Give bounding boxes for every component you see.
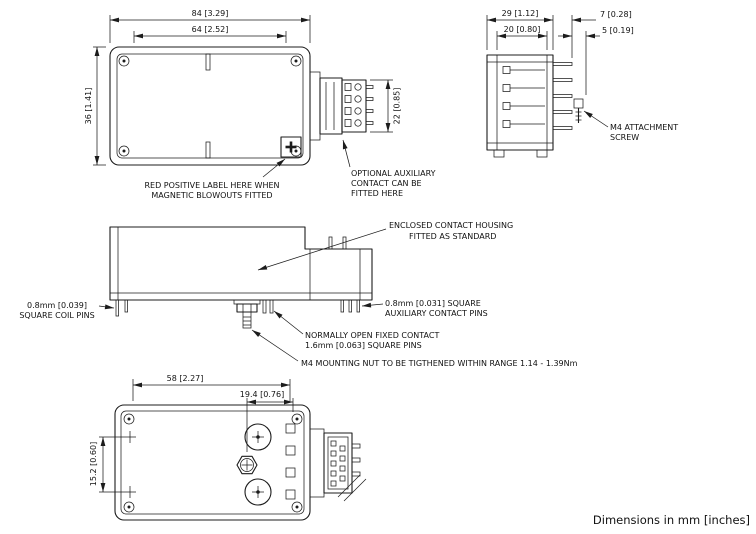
dim-pin-protrusion-label: 7 [0.28] [600,10,632,19]
note-coil-pins: 0.8mm [0.039] SQUARE COIL PINS [19,301,115,320]
note-aux-line3: FITTED HERE [351,189,403,198]
dim-screw-protrusion: 5 [0.19] [558,26,634,95]
dim-pin-protrusion: 7 [0.28] [571,10,632,58]
dim-stud-offset-label: 19.4 [0.76] [240,390,284,399]
bottom-body-outline [114,404,311,521]
dim-hole-spacing: 15.2 [0.60] [89,436,124,493]
connector-block-bottom [309,428,367,502]
bottom-notch [205,141,211,159]
footer-note: Dimensions in mm [inches] [593,513,750,527]
rear-pins [552,62,573,130]
dim-outer-width-label: 84 [3.29] [192,9,229,18]
note-normally-open-contact: NORMALLY OPEN FIXED CONTACT 1.6mm [0.063… [273,310,439,350]
dim-body-height: 36 [1.41] [84,46,106,166]
side-view: ENCLOSED CONTACT HOUSING FITTED AS STAND… [19,221,577,368]
aux-pin-up-1 [328,236,333,250]
corner-screws [118,55,302,157]
bottom-view: 58 [2.27] 19.4 [0.76] 15.2 [0.60] [89,374,367,521]
side-view-body [109,226,373,301]
note-aux-pins-line1: 0.8mm [0.031] SQUARE [385,299,481,308]
dim-stud-offset: 19.4 [0.76] [240,390,294,452]
note-red-label-line1: RED POSITIVE LABEL HERE WHEN [144,181,279,190]
note-coil-pins-line2: SQUARE COIL PINS [19,311,94,320]
note-aux-line1: OPTIONAL AUXILIARY [351,169,436,178]
note-aux-line2: CONTACT CAN BE [351,179,422,188]
dim-inner-depth: 20 [0.80] [496,25,548,50]
dim-bottom-width: 58 [2.27] [132,374,291,401]
note-housing-line1: ENCLOSED CONTACT HOUSING [389,221,513,230]
corner-screws-bottom [123,413,303,513]
note-red-label-line2: MAGNETIC BLOWOUTS FITTED [151,191,272,200]
note-no-contact-line2: 1.6mm [0.063] SQUARE PINS [305,341,422,350]
positive-terminal-mark [280,136,302,158]
foot-right [536,149,548,158]
aux-contact-pins [340,299,360,313]
dim-bottom-width-label: 58 [2.27] [167,374,204,383]
note-housing-line2: FITTED AS STANDARD [409,232,496,241]
mounting-nut-bottom [236,455,258,475]
dim-inner-width-label: 64 [2.52] [192,25,229,34]
coil-terminal-circles [244,423,272,506]
bottom-body-inner-line [120,410,305,515]
note-optional-aux-contact: OPTIONAL AUXILIARY CONTACT CAN BE FITTED… [342,139,436,198]
note-mounting-nut-label: M4 MOUNTING NUT TO BE TIGTHENED WITHIN R… [301,359,578,368]
note-m4-line2: SCREW [610,133,639,142]
top-notch [205,53,211,71]
note-enclosed-housing: ENCLOSED CONTACT HOUSING FITTED AS STAND… [257,221,513,271]
dim-screw-protrusion-label: 5 [0.19] [602,26,634,35]
mounting-stud-and-nut [233,299,261,329]
note-coil-pins-line1: 0.8mm [0.039] [27,301,87,310]
note-red-positive-label: RED POSITIVE LABEL HERE WHEN MAGNETIC BL… [144,158,286,200]
top-view: 84 [3.29] 64 [2.52] 36 [1.41] 22 [0.85] … [84,9,436,200]
note-mounting-nut-torque: M4 MOUNTING NUT TO BE TIGTHENED WITHIN R… [251,329,578,368]
dim-aux-height: 22 [0.85] [370,79,402,133]
note-m4-attachment-screw: M4 ATTACHMENT SCREW [583,110,678,142]
normally-open-contact-pins [262,299,274,314]
dim-depth: 29 [1.12] [486,9,554,50]
dim-inner-depth-label: 20 [0.80] [504,25,541,34]
note-aux-pins-line2: AUXILIARY CONTACT PINS [385,309,488,318]
end-view-body [486,54,554,151]
terminal-slots [285,423,296,500]
centerline-crosses [124,431,136,498]
note-no-contact-line1: NORMALLY OPEN FIXED CONTACT [305,331,439,340]
dim-aux-height-label: 22 [0.85] [393,88,402,125]
note-aux-contact-pins: 0.8mm [0.031] SQUARE AUXILIARY CONTACT P… [361,299,488,318]
note-m4-line1: M4 ATTACHMENT [610,123,678,132]
m4-attachment-screw [573,98,584,123]
dim-hole-spacing-label: 15.2 [0.60] [89,442,98,486]
foot-left [493,149,505,158]
dim-outer-width: 84 [3.29] [109,9,311,43]
aux-contact-block [309,71,374,141]
dim-body-height-label: 36 [1.41] [84,88,93,125]
dim-depth-label: 29 [1.12] [502,9,539,18]
internal-contact-pins [502,66,545,128]
end-view: 29 [1.12] 7 [0.28] 20 [0.80] 5 [0.19] M4… [486,9,678,158]
dim-inner-width: 64 [2.52] [133,25,287,43]
coil-pins [115,299,128,317]
